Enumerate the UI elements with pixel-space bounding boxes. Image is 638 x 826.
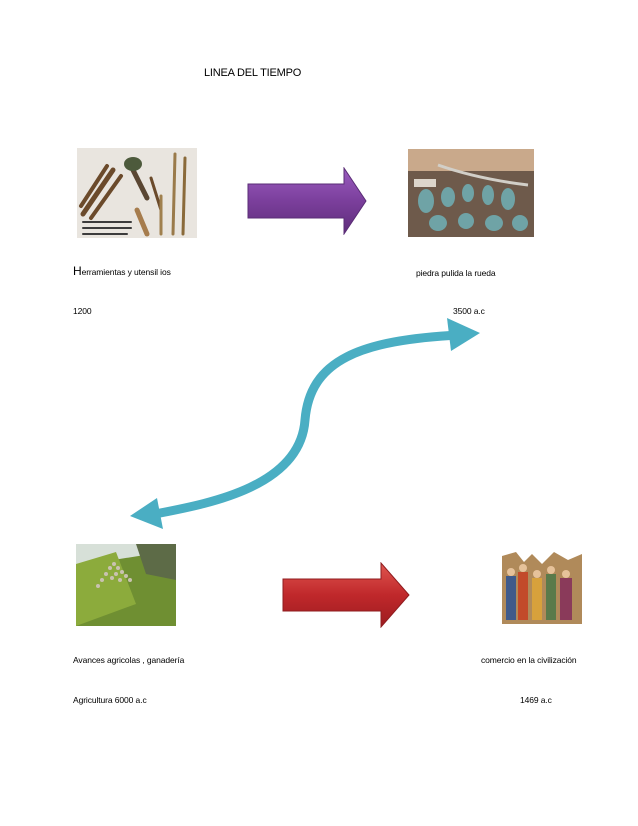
caption-tools-text: erramientas y utensil ios — [81, 267, 171, 277]
caption-agriculture: Avances agricolas , ganadería — [73, 655, 185, 665]
caption-tools-initial: H — [73, 264, 82, 278]
tools-photo — [77, 148, 197, 238]
caption-polished-stone: piedra pulida la rueda — [416, 268, 496, 278]
agriculture-photo — [76, 544, 176, 626]
page-title: LINEA DEL TIEMPO — [204, 67, 302, 79]
purple-right-arrow-icon — [246, 167, 368, 235]
date-polished-stone: 3500 a.c — [453, 306, 485, 316]
polished-stone-photo — [408, 149, 534, 237]
date-commerce: 1469 a.c — [520, 695, 552, 705]
date-agriculture: Agricultura 6000 a.c — [73, 695, 147, 705]
caption-tools: Herramientas y utensil ios — [73, 264, 171, 278]
red-right-arrow-icon — [281, 562, 411, 628]
commerce-photo — [502, 552, 582, 624]
caption-commerce: comercio en la civilización — [481, 655, 577, 665]
date-tools: 1200 — [73, 306, 92, 316]
